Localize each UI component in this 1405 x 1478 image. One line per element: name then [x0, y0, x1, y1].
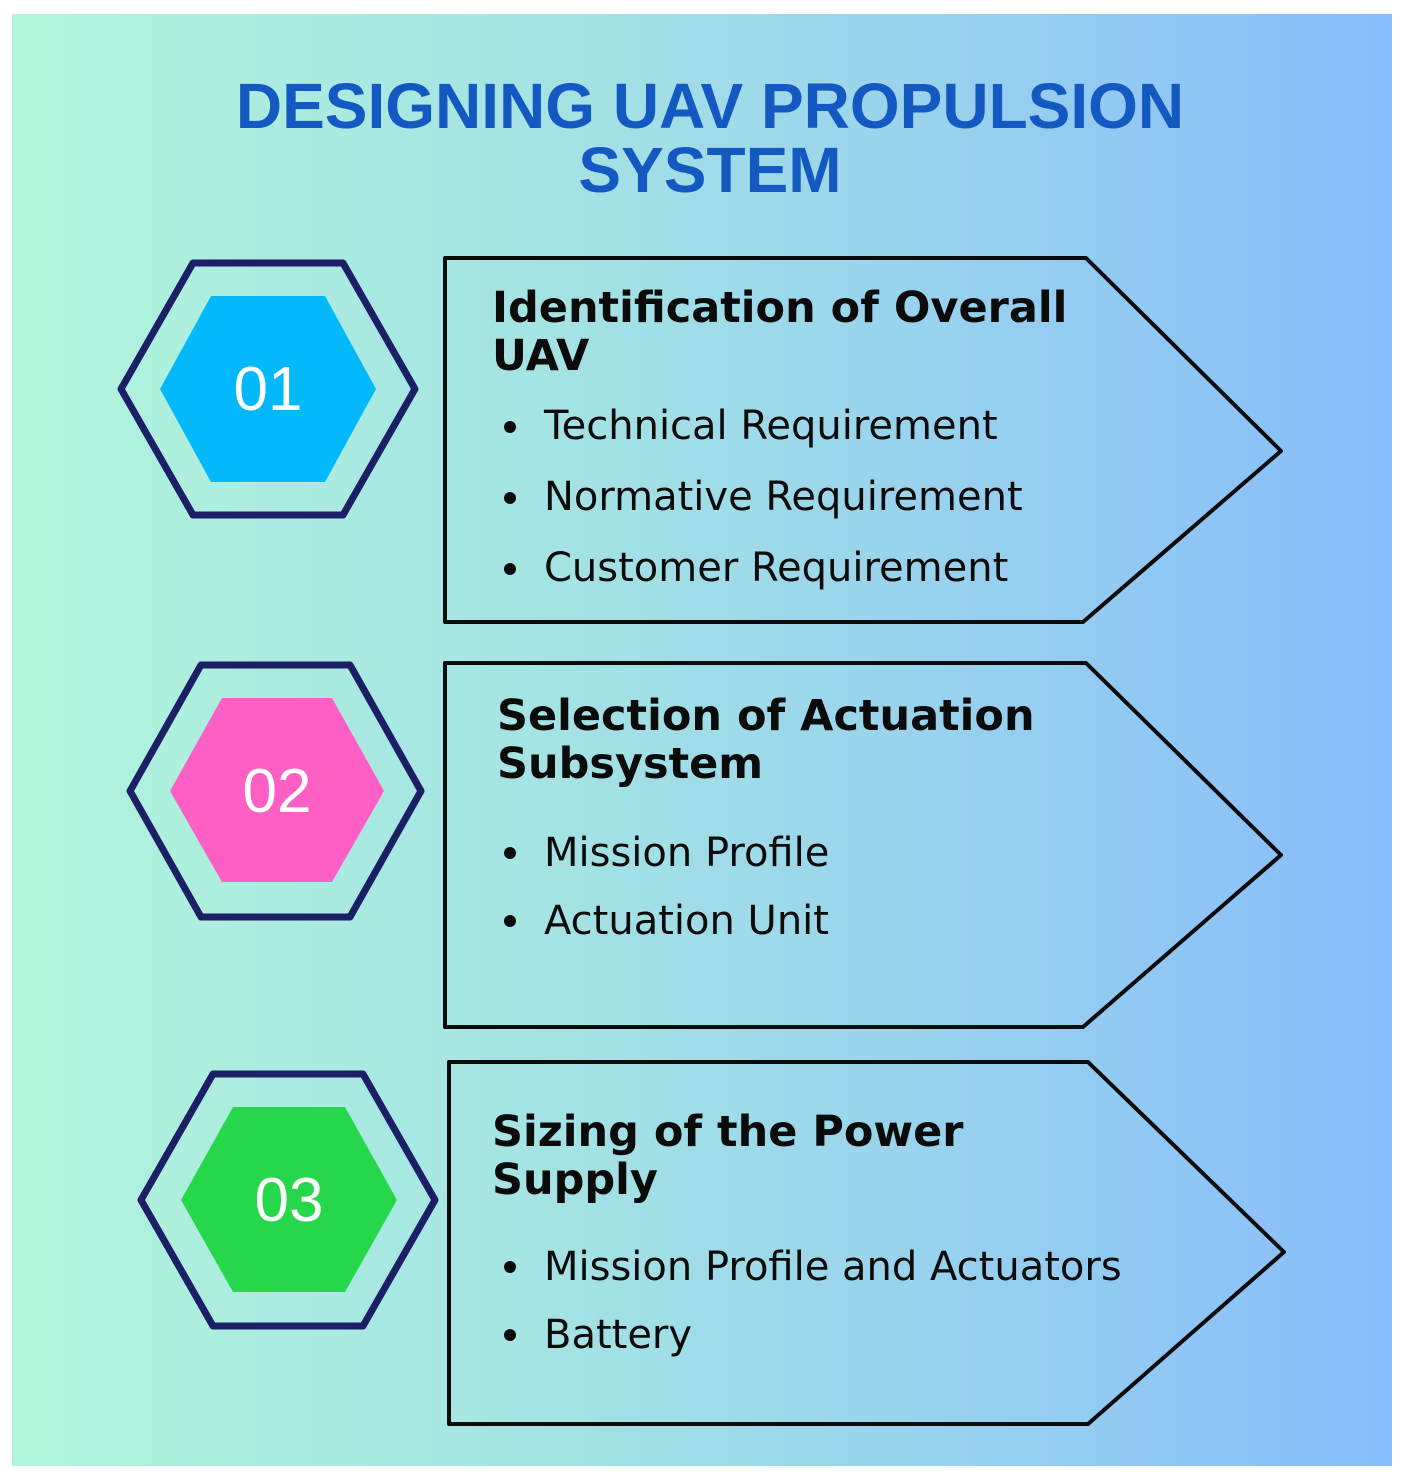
- step-1-hexagon-outline: [117, 259, 419, 519]
- step-2-item: Mission Profile: [500, 819, 829, 887]
- step-2-item-list: Mission Profile Actuation Unit: [500, 819, 829, 955]
- step-3-heading: Sizing of the Power Supply: [492, 1108, 1132, 1204]
- step-3-heading-line-1: Sizing of the Power: [492, 1107, 964, 1157]
- step-2-heading-line-1: Selection of Actuation: [497, 691, 1035, 741]
- step-3-arrow-panel: [447, 1060, 1286, 1426]
- step-1-heading-line-1: Identification of Overall: [492, 283, 1068, 333]
- step-2-hexagon-outline: [126, 661, 425, 921]
- step-1-item: Technical Requirement: [500, 391, 1023, 462]
- step-2-arrow-panel: [443, 661, 1283, 1029]
- step-2-heading: Selection of Actuation Subsystem: [497, 692, 1137, 788]
- step-1-arrow-panel: [443, 256, 1283, 624]
- step-2-hexagon-fill: [170, 698, 384, 882]
- step-2-heading-line-2: Subsystem: [497, 739, 764, 789]
- step-2-hexagon-badge: 02: [126, 661, 425, 921]
- step-1-item: Normative Requirement: [500, 462, 1023, 533]
- step-3-hexagon-outline: [137, 1070, 439, 1330]
- step-3-item-list: Mission Profile and Actuators Battery: [500, 1233, 1122, 1369]
- title-line-1: DESIGNING UAV PROPULSION: [235, 70, 1185, 142]
- step-3-hexagon-fill: [181, 1107, 397, 1292]
- step-1-item-list: Technical Requirement Normative Requirem…: [500, 391, 1023, 604]
- step-1-number: 01: [234, 355, 303, 424]
- step-1-hexagon-fill: [160, 296, 376, 482]
- step-3-hexagon-badge: 03: [137, 1070, 439, 1330]
- page-title: DESIGNING UAV PROPULSION SYSTEM: [0, 74, 1405, 202]
- title-line-2: SYSTEM: [578, 134, 842, 206]
- step-1-hexagon-badge: 01: [117, 259, 419, 519]
- step-2-number: 02: [243, 757, 312, 826]
- step-2-item: Actuation Unit: [500, 887, 829, 955]
- step-1-heading: Identification of Overall UAV: [492, 284, 1132, 380]
- step-3-item: Battery: [500, 1301, 1122, 1369]
- step-1-heading-line-2: UAV: [492, 331, 590, 381]
- step-1-item: Customer Requirement: [500, 533, 1023, 604]
- step-3-number: 03: [255, 1166, 324, 1235]
- step-3-item: Mission Profile and Actuators: [500, 1233, 1122, 1301]
- step-3-heading-line-2: Supply: [492, 1155, 658, 1205]
